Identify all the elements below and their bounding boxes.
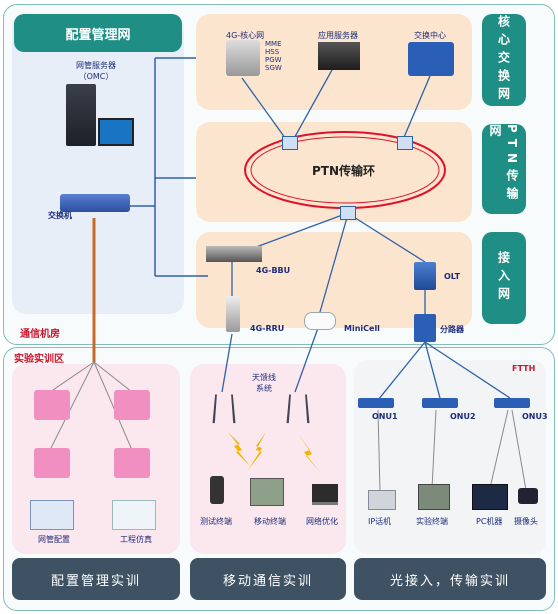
minicell-label: MiniCell — [344, 324, 380, 333]
olt-label: OLT — [444, 272, 461, 281]
engineering-sim-screenshot — [112, 500, 156, 530]
olt-icon — [414, 262, 436, 290]
machine-room-label: 通信机房 — [20, 329, 60, 340]
exchange-center-icon — [408, 42, 454, 76]
camera-icon — [518, 488, 538, 504]
switch-icon — [60, 194, 130, 212]
ftth-label: FTTH — [512, 364, 536, 373]
tower-1-icon — [212, 394, 236, 424]
lab-area-label: 实验实训区 — [14, 354, 64, 365]
bbu-label: 4G-BBU — [256, 266, 291, 275]
core-network-label: 核心交换网 — [482, 14, 526, 106]
ip-phone-label: IP话机 — [368, 517, 392, 526]
rru-icon — [226, 296, 240, 332]
test-phone-icon — [210, 476, 224, 504]
ptn-node-right — [397, 136, 413, 150]
rru-label: 4G-RRU — [250, 324, 285, 333]
switch-label: 交换机 — [48, 211, 72, 220]
pc-label: PC机器 — [476, 517, 503, 526]
monitor-icon — [98, 118, 134, 146]
onu3-icon — [494, 398, 530, 408]
ip-phone-icon — [368, 490, 396, 510]
engineering-sim-label: 工程仿真 — [120, 535, 152, 544]
lab-ftth-zone — [354, 360, 546, 554]
omc-server-icon — [66, 84, 96, 146]
bottom-optical-training: 光接入，传输实训 — [354, 558, 546, 600]
exchange-center-label: 交换中心 — [414, 31, 446, 40]
ptn-network-zone — [196, 122, 472, 222]
access-network-label: 接入网 — [482, 232, 526, 324]
netmgmt-screenshot — [30, 500, 74, 530]
splitter-icon — [414, 314, 436, 342]
desk-group-1 — [34, 390, 70, 420]
lab-terminal-icon — [418, 484, 450, 510]
omc-server-label: 网管服务器 （OMC） — [76, 61, 116, 81]
bbu-icon — [206, 246, 262, 262]
pc-icon — [472, 484, 508, 510]
config-network-title: 配置管理网 — [14, 14, 182, 52]
desk-group-3 — [34, 448, 70, 478]
onu2-label: ONU2 — [450, 412, 476, 421]
onu3-label: ONU3 — [522, 412, 548, 421]
ptn-ring-label: PTN传输环 — [312, 164, 376, 178]
onu1-label: ONU1 — [372, 412, 398, 421]
core-4g-list: MME HSS PGW SGW — [265, 40, 282, 72]
desk-group-4 — [114, 448, 150, 478]
desk-group-2 — [114, 390, 150, 420]
splitter-label: 分路器 — [440, 325, 464, 334]
tower-2-icon — [286, 394, 310, 424]
ptn-node-left — [282, 136, 298, 150]
laptop-icon — [312, 484, 338, 505]
ptn-node-bottom — [340, 206, 356, 220]
lab-mobile-zone — [190, 364, 346, 554]
ptn-network-label: PTN传输网 — [482, 124, 526, 214]
onu1-icon — [358, 398, 394, 408]
antenna-system-label: 天馈线 系统 — [252, 373, 276, 393]
core-4g-label: 4G-核心网 — [226, 31, 265, 40]
bottom-config-training: 配置管理实训 — [12, 558, 180, 600]
mobile-terminal-icon — [250, 478, 284, 506]
core-4g-icon — [226, 40, 260, 76]
minicell-icon — [304, 312, 336, 330]
netmgmt-config-label: 网管配置 — [38, 535, 70, 544]
test-terminal-label: 测试终端 — [200, 517, 232, 526]
lab-terminal-label: 实验终端 — [416, 517, 448, 526]
onu2-icon — [422, 398, 458, 408]
camera-label: 摄像头 — [514, 517, 538, 526]
network-optimization-label: 网络优化 — [306, 517, 338, 526]
mobile-terminal-label: 移动终端 — [254, 517, 286, 526]
bottom-mobile-training: 移动通信实训 — [190, 558, 346, 600]
app-server-icon — [318, 42, 360, 70]
app-server-label: 应用服务器 — [318, 31, 358, 40]
